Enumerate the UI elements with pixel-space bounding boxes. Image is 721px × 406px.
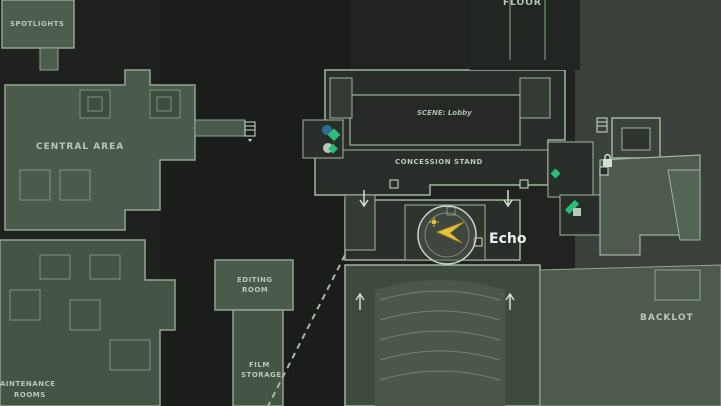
spotlights-room (1, 0, 75, 71)
scene-label: SCENE: Lobby (417, 109, 472, 117)
maintenance-rooms-label-line1: AINTENANCE (0, 380, 56, 388)
door-marker-icon (359, 190, 369, 208)
theatre-hall (344, 194, 541, 406)
door-marker-icon (599, 166, 609, 176)
maintenance-rooms (0, 239, 176, 406)
player-marker (417, 205, 477, 265)
backlot-area (539, 117, 721, 406)
player-name-label: Echo (489, 231, 527, 247)
maintenance-rooms-label-line2: ROOMS (14, 391, 46, 399)
film-storage (232, 309, 284, 406)
door-marker-icon (519, 179, 529, 189)
door-marker-icon (389, 179, 399, 189)
save-point-icon (322, 125, 341, 142)
film-storage-label-line1: FILM (249, 361, 270, 369)
player-arrow-icon (435, 221, 465, 244)
editing-room (214, 259, 294, 311)
editing-room-label-line1: EDITING (237, 276, 273, 284)
concession-stand-label: CONCESSION STAND (395, 158, 483, 166)
stairs-icon (596, 117, 608, 133)
lobby-building (302, 69, 601, 236)
padlock-icon (603, 153, 612, 167)
film-storage-label-line2: STORAGE (241, 371, 282, 379)
floor-label: FLOOR (503, 0, 542, 8)
central-area-room (4, 69, 246, 231)
door-marker-icon (503, 190, 513, 208)
objective-icon (564, 199, 581, 216)
backlot-label: BACKLOT (640, 313, 694, 323)
objective-icon (550, 168, 561, 179)
spotlights-label: SPOTLIGHTS (10, 20, 65, 28)
stairs-icon (244, 121, 256, 142)
editing-room-label-line2: ROOM (242, 286, 269, 294)
sun-icon (429, 217, 439, 227)
central-area-label: CENTRAL AREA (36, 142, 125, 152)
